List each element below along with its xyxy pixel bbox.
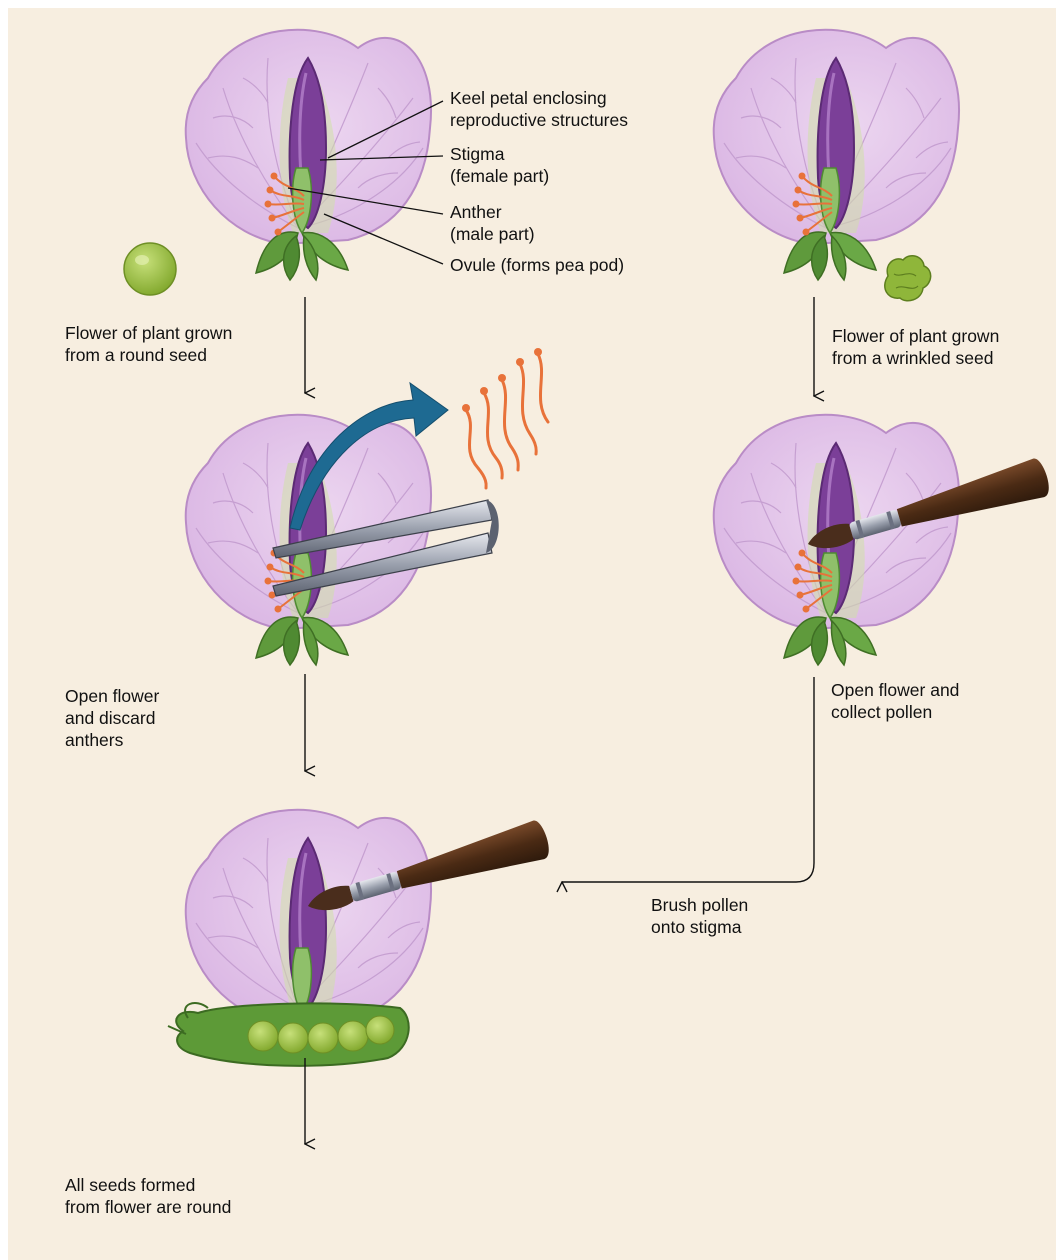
diagram-canvas: Keel petal enclosing reproductive struct…: [8, 8, 1056, 1260]
label-round-seed-flower: Flower of plant grown from a round seed: [65, 322, 232, 366]
label-stigma: Stigma (female part): [450, 143, 549, 187]
label-result: All seeds formed from flower are round: [65, 1174, 231, 1218]
label-collect-pollen: Open flower and collect pollen: [831, 679, 959, 723]
pea-pod: [168, 1003, 409, 1066]
label-anther: Anther (male part): [450, 201, 535, 245]
label-discard-anthers: Open flower and discard anthers: [65, 685, 159, 751]
flower-top-right: [714, 30, 959, 280]
label-keel-petal: Keel petal enclosing reproductive struct…: [450, 87, 628, 131]
discarded-anthers: [462, 348, 548, 488]
label-brush-pollen: Brush pollen onto stigma: [651, 894, 748, 938]
label-ovule: Ovule (forms pea pod): [450, 254, 624, 276]
label-wrinkled-seed-flower: Flower of plant grown from a wrinkled se…: [832, 325, 999, 369]
diagram-art: [8, 8, 1056, 1260]
flower-top-left: [186, 30, 431, 280]
flower-middle-right: [714, 415, 1052, 665]
wrinkled-seed: [885, 256, 931, 301]
round-seed: [124, 243, 176, 295]
